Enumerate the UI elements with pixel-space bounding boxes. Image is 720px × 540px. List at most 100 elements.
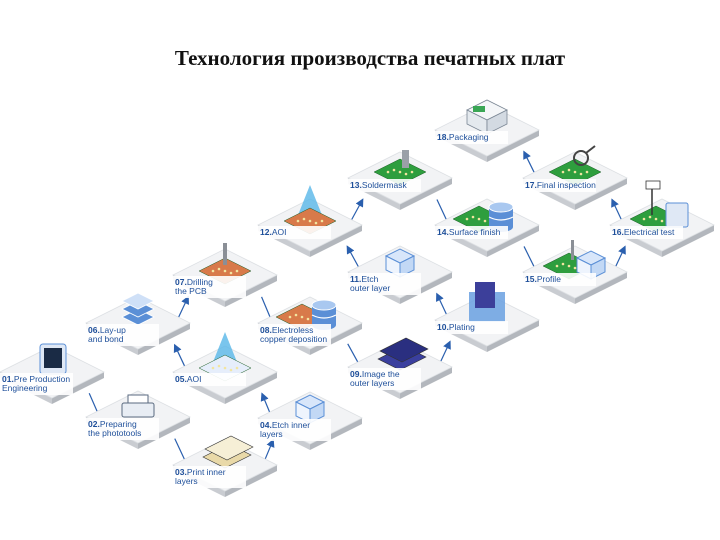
step-label-line: layers [175, 476, 198, 486]
pad-icon [300, 315, 304, 319]
pad-icon [308, 219, 312, 223]
pad-icon [211, 366, 215, 370]
tile-side-right [138, 417, 190, 449]
pad-icon [229, 271, 233, 275]
pad-icon [642, 217, 646, 221]
step-number: 04. [260, 420, 272, 430]
tile-side-right [400, 178, 452, 210]
magnifier-icon [573, 150, 589, 166]
step-label: 10.Plating [437, 322, 475, 332]
tile-side-right [400, 367, 452, 399]
pad-icon [235, 366, 239, 370]
step-label: 05.AOI [175, 374, 201, 384]
pad-icon [288, 315, 292, 319]
step-label-line: Engineering [2, 383, 48, 393]
magnifier-handle [585, 145, 596, 154]
tile-side-right [400, 272, 452, 304]
step-name: Profile [537, 274, 561, 284]
step-label-bg [522, 273, 596, 286]
tile-side-right [662, 225, 714, 257]
process-step-15: 15.Profile [522, 240, 628, 304]
process-step-18: 18.Packaging [434, 99, 540, 162]
monitor-screen [44, 348, 62, 368]
step-label-bg [347, 273, 421, 295]
step-name: Lay-up [100, 325, 126, 335]
step-label: 07.Drilling [175, 277, 213, 287]
pad-icon [211, 269, 215, 273]
cylinder-band [311, 314, 337, 319]
pad-icon [567, 264, 571, 268]
tile-side-right [575, 272, 627, 304]
pad-icon [579, 172, 583, 176]
step-label-bg [347, 179, 421, 192]
tile-side-right [52, 372, 104, 404]
inspection-beam-icon [298, 185, 322, 215]
step-name: AOI [272, 227, 287, 237]
pad-icon [561, 262, 565, 266]
pad-icon [392, 168, 396, 172]
step-number: 10. [437, 322, 449, 332]
film-sheet-top [379, 337, 429, 363]
step-label-bg [85, 418, 159, 440]
step-name: Drilling [187, 277, 213, 287]
pad-icon [561, 170, 565, 174]
pad-icon [306, 317, 310, 321]
step-label-line: outer layers [350, 378, 394, 388]
cylinder-top [488, 201, 514, 213]
step-label: 02.Preparing [88, 419, 137, 429]
printer-paper [127, 394, 149, 404]
step-label-line: layers [260, 429, 283, 439]
step-number: 15. [525, 274, 537, 284]
pad-icon [314, 221, 318, 225]
step-name: Print inner [187, 467, 226, 477]
step-name: AOI [187, 374, 202, 384]
step-label-bg [172, 466, 246, 488]
pad-icon [410, 170, 414, 174]
step-number: 17. [525, 180, 537, 190]
process-step-16: 16.Electrical test [609, 180, 715, 257]
finish-tank-icon [489, 207, 513, 227]
step-number: 16. [612, 227, 624, 237]
pad-icon [223, 269, 227, 273]
plating-panel-icon [475, 282, 495, 308]
step-number: 01. [2, 374, 14, 384]
pad-icon [302, 217, 306, 221]
step-number: 18. [437, 132, 449, 142]
step-number: 11. [350, 274, 361, 284]
pad-icon [229, 368, 233, 372]
step-label: 11.Etch [350, 274, 379, 284]
film-sheet-top [204, 435, 254, 461]
step-name: Plating [449, 322, 475, 332]
router-bit-icon [571, 240, 574, 260]
pad-icon [648, 215, 652, 219]
step-name: Packaging [449, 132, 489, 142]
pad-icon [465, 217, 469, 221]
step-label-bg [257, 324, 331, 346]
step-number: 09. [350, 369, 362, 379]
step-number: 07. [175, 277, 187, 287]
step-number: 13. [350, 180, 362, 190]
package-label-icon [473, 106, 485, 112]
squeegee-icon [402, 150, 409, 168]
step-name: Preparing [100, 419, 137, 429]
tile-side-right [310, 418, 362, 450]
step-name: Electrical test [624, 227, 675, 237]
step-label-bg [257, 419, 331, 441]
step-label-line: and bond [88, 334, 124, 344]
step-number: 03. [175, 467, 187, 477]
pad-icon [555, 264, 559, 268]
process-step-17: 17.Final inspection [522, 145, 628, 210]
step-number: 05. [175, 374, 187, 384]
pad-icon [320, 219, 324, 223]
pad-icon [386, 170, 390, 174]
pad-icon [567, 168, 571, 172]
step-label-bg [0, 373, 73, 395]
pad-icon [585, 170, 589, 174]
step-label: 12.AOI [260, 227, 286, 237]
cylinder-top [311, 299, 337, 311]
step-name: Electroless [272, 325, 314, 335]
